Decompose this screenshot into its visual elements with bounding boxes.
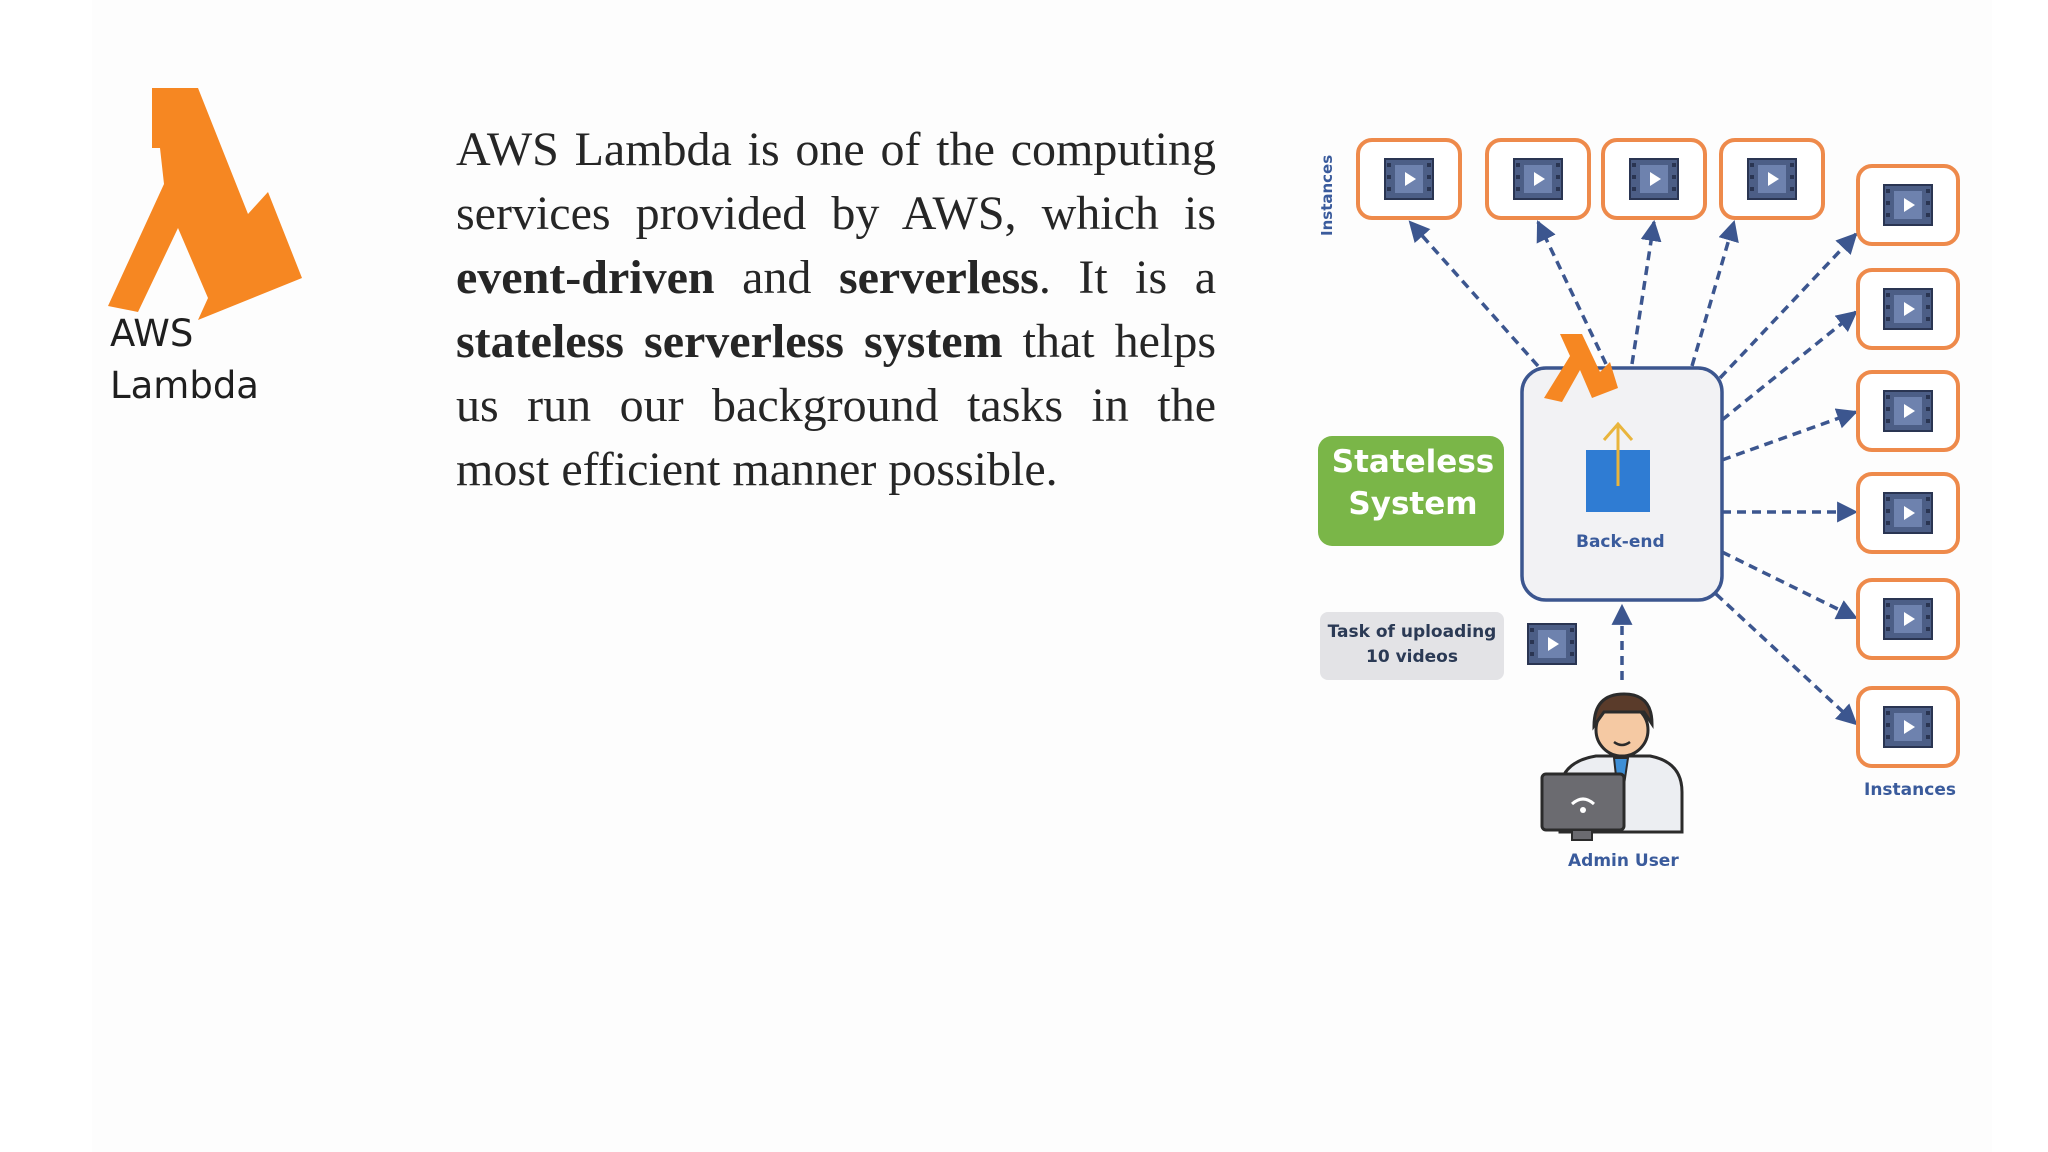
instance-right-4 <box>1856 472 1960 554</box>
instance-top-1 <box>1356 138 1462 220</box>
bold-event-driven: event-driven <box>456 251 715 304</box>
text-run: that helps us run our background tasks i… <box>456 315 1216 496</box>
instance-top-3 <box>1601 138 1707 220</box>
arrows-to-top-instances <box>1408 219 1739 368</box>
instance-right-5 <box>1856 578 1960 660</box>
instances-label-left: Instances <box>1318 154 1336 236</box>
logo-caption-aws: AWS <box>110 312 194 355</box>
task-video-icon <box>1527 623 1577 665</box>
admin-user-label: Admin User <box>1568 851 1679 871</box>
lambda-icon <box>108 88 302 320</box>
task-label: Task of uploading 10 videos <box>1327 622 1497 667</box>
description-paragraph: AWS Lambda is one of the computing servi… <box>456 118 1216 502</box>
instance-right-6 <box>1856 686 1960 768</box>
instance-right-1 <box>1856 164 1960 246</box>
lambda-architecture-diagram <box>1318 138 1960 841</box>
backend-server <box>1520 366 1724 602</box>
text-run: and <box>714 251 839 304</box>
stateless-system-label: Stateless System <box>1331 444 1495 522</box>
logo-caption: AWS Lambda <box>110 308 259 412</box>
instance-right-3 <box>1856 370 1960 452</box>
backend-label: Back-end <box>1576 532 1665 552</box>
instance-top-2 <box>1485 138 1591 220</box>
arrows-to-right-instances <box>1714 232 1859 726</box>
admin-user-illustration <box>1540 692 1684 841</box>
instance-right-2 <box>1856 268 1960 350</box>
text-run: . It is a <box>1038 251 1217 304</box>
lambda-badge-icon <box>1544 334 1618 402</box>
instance-top-4 <box>1719 138 1825 220</box>
bold-stateless-serverless-system: stateless serverless system <box>456 315 1003 368</box>
logo-caption-lambda: Lambda <box>110 364 259 407</box>
task-box <box>1320 612 1504 680</box>
text-run: AWS Lambda is one of the computing servi… <box>456 123 1216 240</box>
bold-serverless: serverless <box>838 251 1039 304</box>
stateless-system-badge <box>1318 436 1504 546</box>
instances-label-right: Instances <box>1864 780 1956 800</box>
